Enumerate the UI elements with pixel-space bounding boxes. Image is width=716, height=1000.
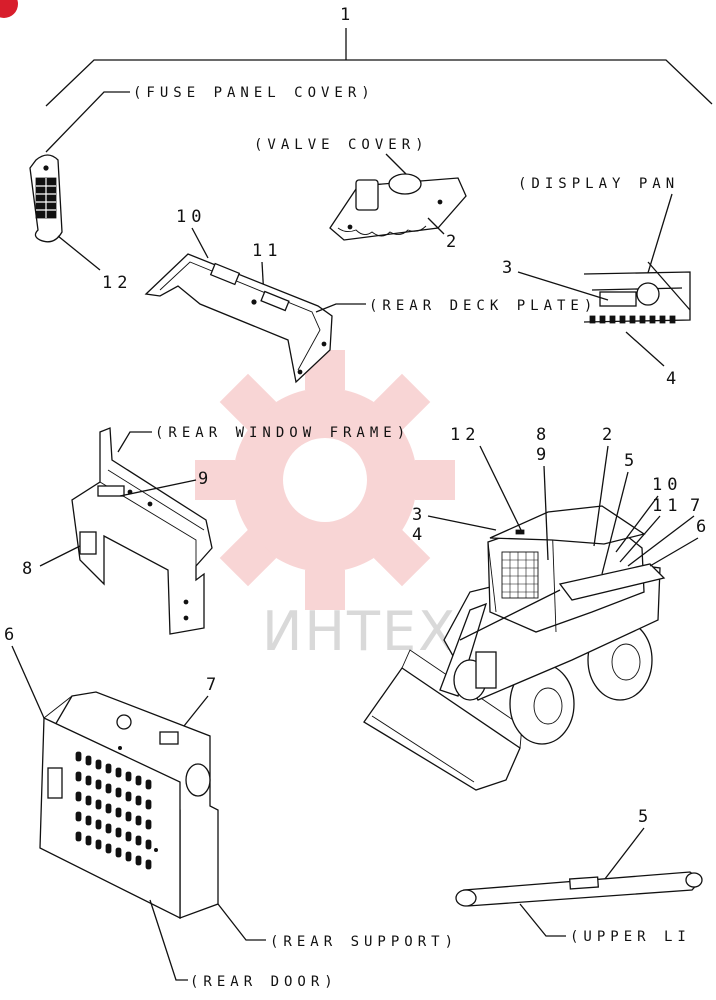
callout-4-loader: 4 [412,525,427,545]
watermark-gear-icon [195,350,455,610]
corner-badge-icon [0,0,18,18]
label-rear-door: (REAR DOOR) [190,974,338,990]
callout-11-deck: 11 [252,241,282,261]
rear-window-frame-part [71,427,213,635]
callout-10-deck: 10 [176,207,206,227]
callout-5-link: 5 [638,807,653,827]
callout-7-support: 7 [206,675,221,695]
label-display-panel: (DISPLAY PAN [518,176,679,192]
callout-3-loader: 3 [412,505,427,525]
callout-5-loader: 5 [624,451,639,471]
valve-cover-part [329,173,467,241]
callout-6-door: 6 [4,625,19,645]
callout-8-window: 8 [22,559,37,579]
callout-12-loader: 12 [450,425,480,445]
callout-10-loader: 10 [652,475,682,495]
callout-2-valve: 2 [446,232,461,252]
label-rear-support: (REAR SUPPORT) [270,934,458,950]
callout-7-loader: 7 [690,496,705,516]
callout-4-display: 4 [666,369,681,389]
watermark-text: ИНТЕХ [262,600,457,663]
callout-1: 1 [340,5,355,25]
assembly-bracket: 1 [45,5,713,107]
label-valve-cover: (VALVE COVER) [254,137,429,153]
skid-steer-loader [363,505,666,791]
callout-9-loader: 9 [536,445,551,465]
callout-11-loader: 11 [652,496,682,516]
callout-2-loader: 2 [602,425,617,445]
label-fuse-panel-cover: (FUSE PANEL COVER) [133,85,375,101]
rear-door-part [39,691,219,920]
rear-deck-plate-part [144,253,333,384]
display-panel-part [583,261,691,324]
label-rear-window-frame: (REAR WINDOW FRAME) [155,425,410,441]
upper-link-part [455,871,703,907]
callout-3-display: 3 [502,258,517,278]
fuse-panel-cover-part [29,154,63,243]
callout-12-fuse: 12 [102,273,132,293]
callout-9-window: 9 [198,469,213,489]
callout-8-loader: 8 [536,425,551,445]
label-rear-deck-plate: (REAR DECK PLATE) [369,298,597,314]
label-upper-link: (UPPER LI [570,929,691,945]
callout-6-loader: 6 [696,517,711,537]
